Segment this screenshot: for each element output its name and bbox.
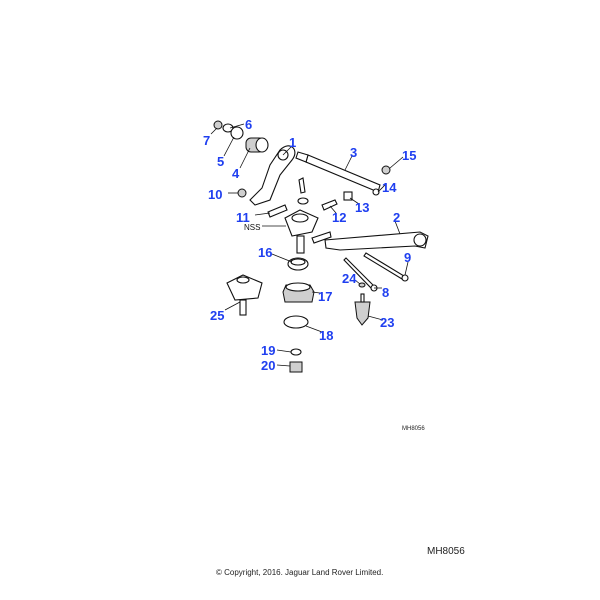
callout-4: 4 [232, 166, 240, 181]
callout-17: 17 [318, 289, 332, 304]
callout-25: 25 [210, 308, 224, 323]
callout-23: 23 [380, 315, 394, 330]
callout-9: 9 [404, 250, 411, 265]
callout-5: 5 [217, 154, 224, 169]
callout-16: 16 [258, 245, 272, 260]
leader-lines [210, 123, 409, 367]
copyright-notice: © Copyright, 2016. Jaguar Land Rover Lim… [216, 568, 384, 577]
callout-8: 8 [382, 285, 389, 300]
callout-19: 19 [261, 343, 275, 358]
callout-20: 20 [261, 358, 275, 373]
part-drawings [213, 120, 429, 373]
callout-3: 3 [350, 145, 357, 160]
callout-15: 15 [402, 148, 416, 163]
diagram-reference: MH8056 [427, 546, 465, 557]
callout-13: 13 [355, 200, 369, 215]
callout-18: 18 [319, 328, 333, 343]
callout-6: 6 [245, 117, 252, 132]
callout-1: 1 [289, 135, 296, 150]
callout-11: 11 [236, 210, 250, 225]
diagram-reference-small: MH8056 [402, 426, 425, 432]
nss-label: NSS [244, 223, 260, 232]
callout-14: 14 [382, 180, 397, 195]
callout-7: 7 [203, 133, 210, 148]
callout-24: 24 [342, 271, 357, 286]
callout-10: 10 [208, 187, 222, 202]
callout-12: 12 [332, 210, 346, 225]
callout-2: 2 [393, 210, 400, 225]
callout-labels: 1 2 3 4 5 6 7 8 9 10 11 12 13 14 15 16 1… [203, 117, 416, 373]
